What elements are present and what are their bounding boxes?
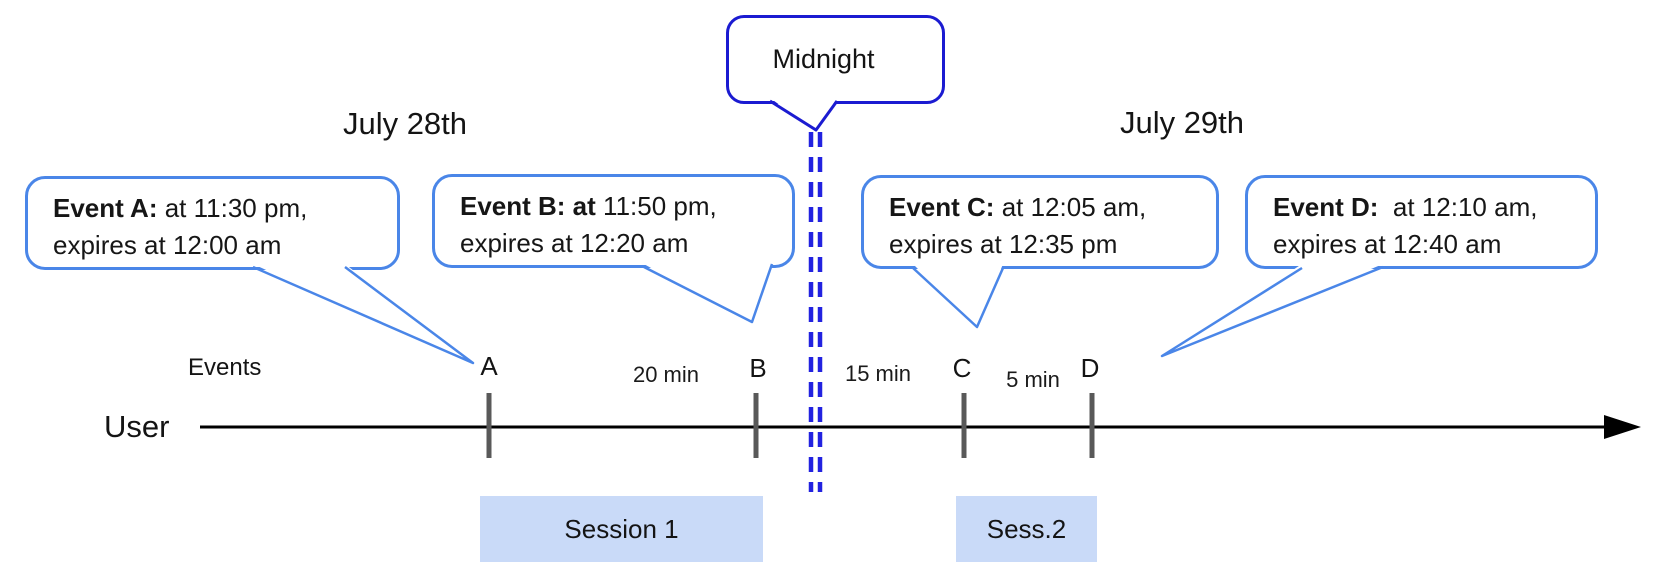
event-c-callout: Event C: at 12:05 am,expires at 12:35 pm: [861, 175, 1219, 269]
event-b-callout-text: Event B: at 11:50 pm,expires at 12:20 am: [460, 191, 717, 258]
date-right-label: July 29th: [1119, 105, 1245, 140]
session-2-label: Sess.2: [986, 513, 1067, 544]
timeline-arrow: [200, 415, 1641, 439]
session-1-label: Session 1: [564, 513, 679, 544]
event-b-callout-tail: [641, 263, 774, 324]
event-a-callout: Event A: at 11:30 pm,expires at 12:00 am: [25, 176, 400, 270]
midnight-callout: Midnight: [726, 15, 945, 104]
event-c-callout-text: Event C: at 12:05 am,expires at 12:35 pm: [889, 192, 1147, 259]
arrowhead-icon: [1604, 415, 1641, 439]
tick-a: [486, 393, 492, 458]
midnight-callout-tail: [769, 98, 839, 132]
user-axis-label: User: [104, 409, 170, 444]
midnight-dashed-line: [808, 132, 823, 492]
tick-b: [753, 393, 759, 458]
event-a-callout-tail: [252, 264, 475, 365]
date-left-label: July 28th: [342, 106, 468, 141]
tick-label-b: B: [749, 353, 767, 383]
tick-c: [961, 393, 967, 458]
midnight-callout-label: Midnight: [772, 44, 875, 74]
interval-label-15min: 15 min: [844, 361, 912, 386]
events-label: Events: [188, 354, 262, 381]
event-b-callout: Event B: at 11:50 pm,expires at 12:20 am: [432, 174, 795, 268]
session-1-box: Session 1: [480, 496, 763, 562]
event-c-callout-tail: [912, 264, 1005, 329]
session-2-box: Sess.2: [956, 496, 1097, 562]
interval-label-20min: 20 min: [632, 362, 700, 387]
tick-label-a: A: [480, 351, 498, 381]
event-a-callout-text: Event A: at 11:30 pm,expires at 12:00 am: [53, 193, 308, 260]
event-d-callout-text: Event D: at 12:10 am,expires at 12:40 am: [1273, 192, 1538, 259]
event-d-callout-tail: [1160, 264, 1384, 358]
tick-d: [1089, 393, 1095, 458]
event-d-callout: Event D: at 12:10 am,expires at 12:40 am: [1245, 175, 1598, 269]
tick-label-d: D: [1080, 353, 1100, 383]
interval-label-5min: 5 min: [1006, 367, 1060, 392]
tick-label-c: C: [952, 353, 972, 383]
